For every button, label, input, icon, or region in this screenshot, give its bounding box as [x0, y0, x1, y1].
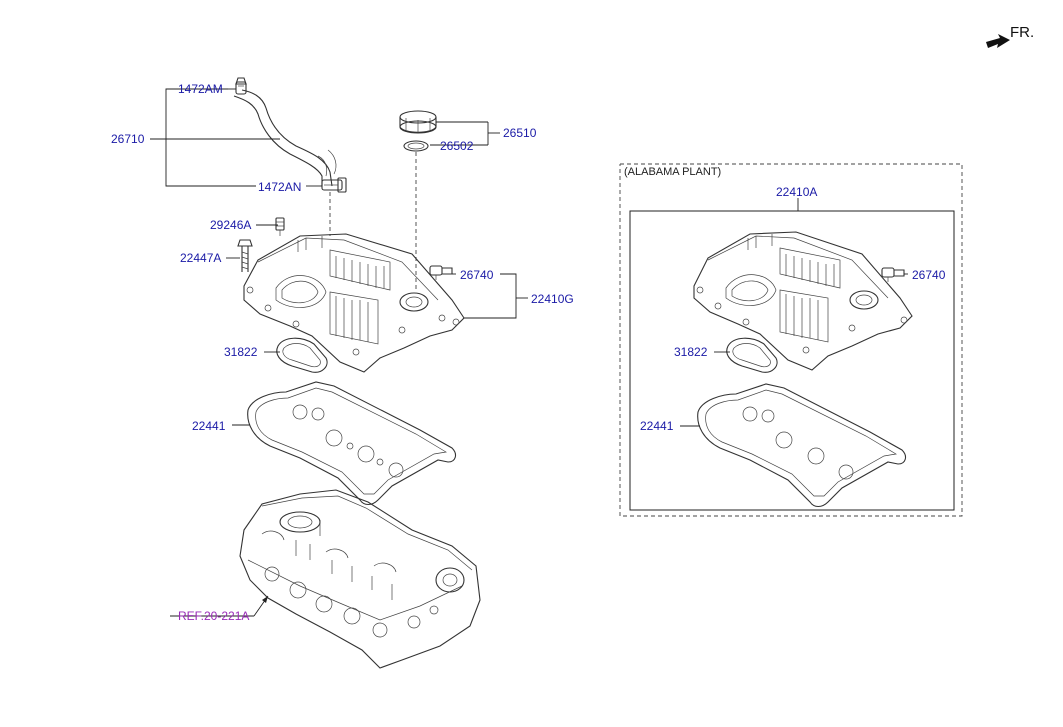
- label-22441: 22441: [192, 419, 226, 433]
- label-26710: 26710: [111, 132, 145, 146]
- label-22410a: 22410A: [776, 185, 817, 199]
- label-31822: 31822: [224, 345, 258, 359]
- leader-lines-main: [150, 88, 528, 617]
- label-1472am: 1472AM: [178, 82, 223, 96]
- label-26740: 26740: [460, 268, 494, 282]
- kit-box: [629, 210, 955, 511]
- plug-tube-gasket-main: [276, 337, 328, 373]
- cam-sensor-main: [429, 265, 453, 280]
- head-cover-gasket-alabama: [697, 383, 907, 508]
- label-alabama-plant: (ALABAMA PLANT): [624, 166, 721, 178]
- direction-label: FR.: [1010, 24, 1034, 41]
- label-29246a: 29246A: [210, 218, 251, 232]
- cylinder-head: [239, 489, 481, 669]
- cap-gasket: [403, 140, 429, 152]
- direction-indicator: FR.: [986, 24, 1034, 48]
- hose-clamp-1472AN: [321, 177, 347, 193]
- oil-filler-cap: [399, 110, 437, 134]
- label-22441-alabama: 22441: [640, 419, 674, 433]
- breather-hose-26710: [233, 89, 337, 187]
- label-31822-alabama: 31822: [674, 345, 708, 359]
- label-26502: 26502: [440, 139, 474, 153]
- cover-bolt: [237, 239, 253, 272]
- leader-lines-alabama: [680, 273, 908, 427]
- label-26740-alabama: 26740: [912, 268, 946, 282]
- hose-clamp-1472AM: [235, 77, 247, 95]
- arrow-forward-icon: [986, 34, 1010, 48]
- plug-tube-gasket-alabama: [726, 337, 778, 373]
- label-26510: 26510: [503, 126, 537, 140]
- label-22447a: 22447A: [180, 251, 221, 265]
- head-cover-gasket-main: [247, 381, 457, 506]
- label-1472an: 1472AN: [258, 180, 301, 194]
- label-22410g: 22410G: [531, 292, 574, 306]
- pcv-valve: [275, 217, 285, 236]
- cylinder-head-cover-alabama: [693, 231, 913, 371]
- label-ref-20-221a: REF.20-221A: [178, 609, 249, 623]
- cylinder-head-cover-main: [243, 233, 465, 373]
- alabama-plant-section: [619, 163, 963, 517]
- cam-sensor-alabama: [881, 267, 905, 282]
